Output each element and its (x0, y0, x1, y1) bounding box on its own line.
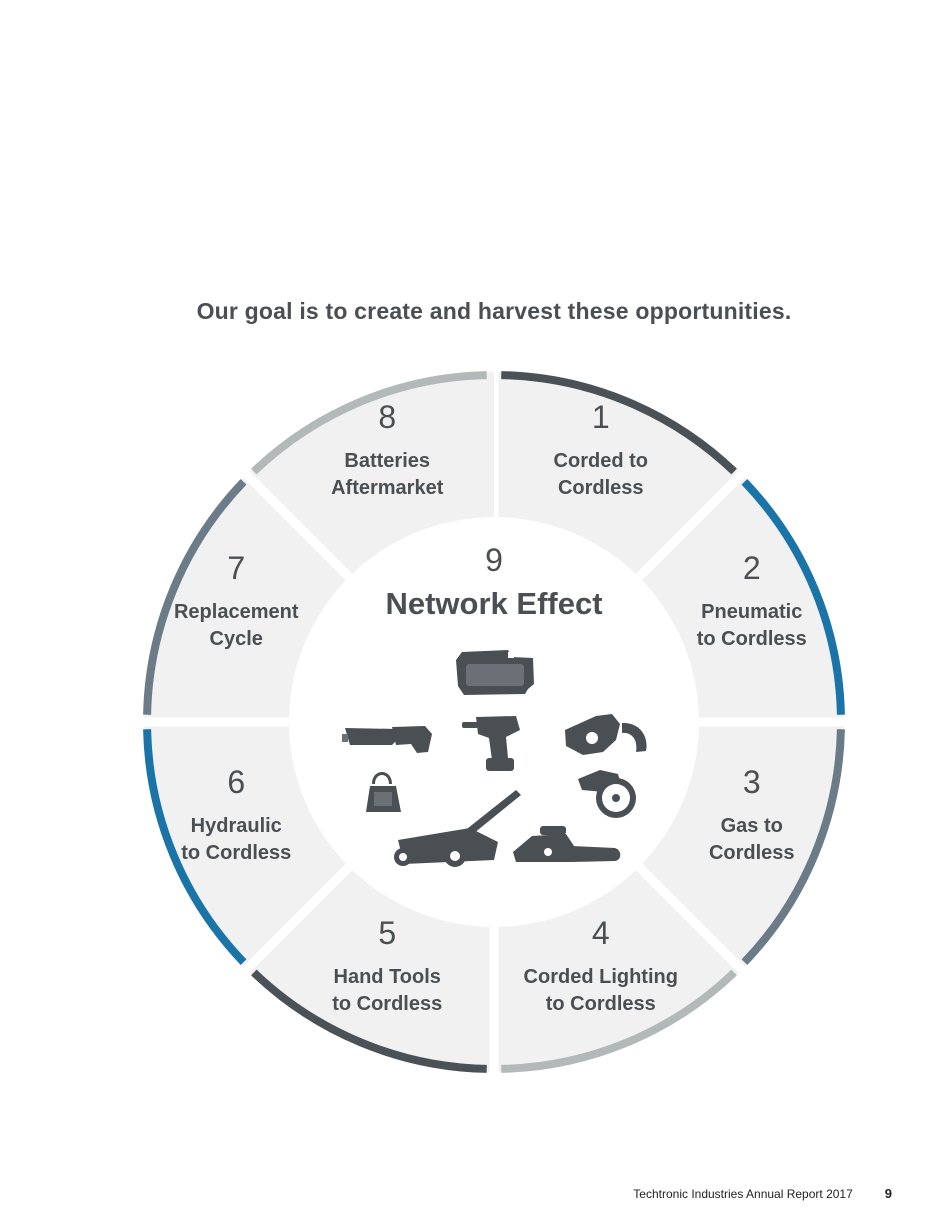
headline: Our goal is to create and harvest these … (196, 298, 792, 324)
work-light-icon (366, 772, 401, 812)
page-number: 9 (884, 1186, 892, 1201)
center-title: Network Effect (385, 586, 602, 621)
segment-label-line: Cordless (558, 477, 644, 499)
chainsaw-icon (513, 826, 621, 862)
segment-number: 4 (592, 915, 610, 951)
segment-label-line: Corded Lighting (524, 966, 678, 988)
segment-rim-8 (251, 371, 487, 475)
segment-label-line: Aftermarket (331, 477, 444, 499)
segment-number: 8 (378, 399, 396, 435)
segment-label-line: Hydraulic (191, 815, 282, 837)
segment-number: 7 (227, 550, 245, 586)
segment-rim-3 (741, 729, 845, 965)
segment-label-line: to Cordless (546, 993, 656, 1015)
lawn-mower-icon (394, 790, 521, 867)
segment-number: 3 (743, 764, 761, 800)
segment-label-line: Gas to (721, 815, 783, 837)
segment-label-line: Cordless (709, 842, 795, 864)
segment-rim-7 (143, 479, 247, 715)
reciprocating-saw-icon (342, 726, 432, 753)
footer: Techtronic Industries Annual Report 2017… (560, 1186, 892, 1201)
segment-label-line: Hand Tools (334, 966, 441, 988)
segment-label-line: Replacement (174, 601, 299, 623)
segment-rim-2 (741, 479, 845, 715)
center-number: 9 (485, 542, 503, 578)
circular-saw-icon (578, 770, 636, 818)
drill-driver-icon (462, 716, 520, 771)
segment-rim-4 (501, 969, 737, 1073)
segment-rims (143, 371, 845, 1073)
segment-label-line: Cycle (210, 628, 263, 650)
segment-label-line: to Cordless (332, 993, 442, 1015)
segment-number: 2 (743, 550, 761, 586)
segment-label-line: Corded to (554, 450, 648, 472)
hydraulic-cutter-icon (565, 714, 647, 755)
segment-label-line: to Cordless (181, 842, 291, 864)
segment-number: 1 (592, 399, 610, 435)
battery-pack-icon (456, 650, 534, 695)
segment-rim-6 (143, 729, 247, 965)
footer-report-title: Techtronic Industries Annual Report 2017 (633, 1187, 853, 1201)
segment-rim-5 (251, 969, 487, 1073)
segment-rim-1 (501, 371, 737, 475)
segment-label-line: to Cordless (697, 628, 807, 650)
segment-label-line: Pneumatic (701, 601, 802, 623)
segment-label-line: Batteries (344, 450, 430, 472)
segment-number: 5 (378, 915, 396, 951)
segment-number: 6 (227, 764, 245, 800)
